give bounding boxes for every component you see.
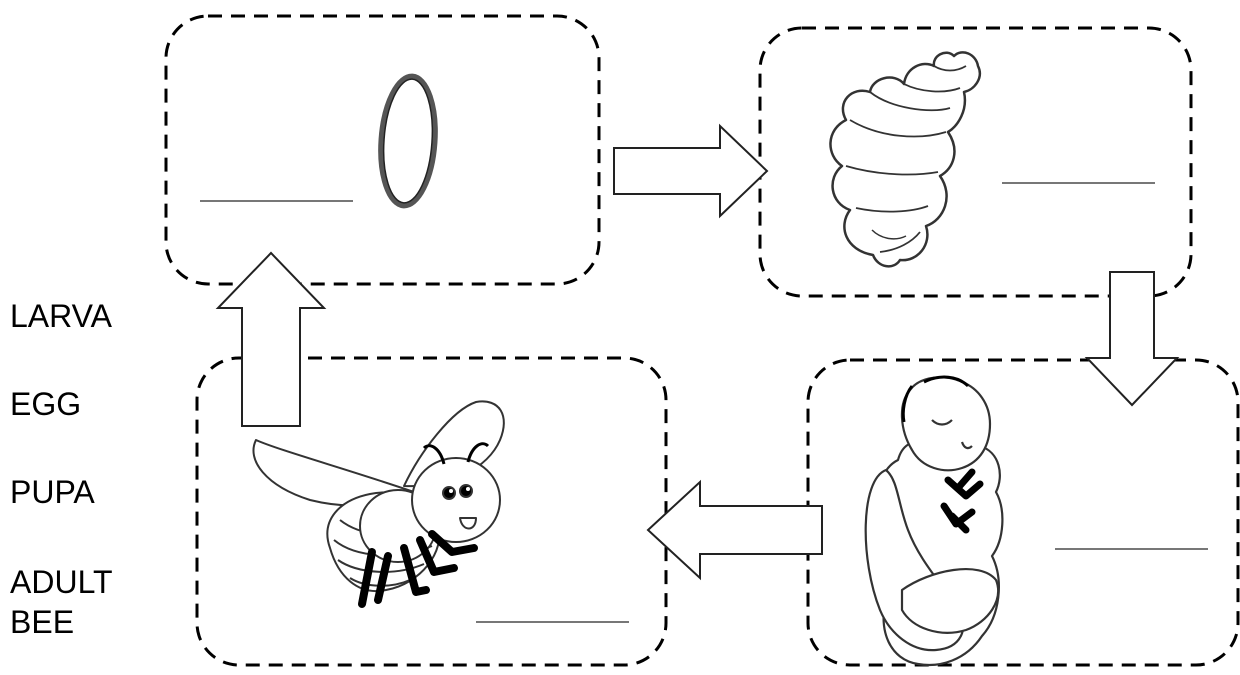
word-bank-adult-bee-line2: BEE (10, 602, 113, 642)
word-bank-adult-bee[interactable]: ADULT BEE (10, 562, 113, 642)
arrow-adult-to-egg (218, 253, 324, 426)
word-bank-adult-bee-line1: ADULT (10, 562, 113, 602)
arrow-pupa-to-adult (648, 482, 822, 578)
word-bank-pupa[interactable]: PUPA (10, 472, 95, 512)
adult-bee-image (253, 401, 503, 604)
pupa-image (866, 377, 1003, 665)
arrow-egg-to-larva (614, 126, 767, 216)
egg-image (377, 74, 440, 207)
larva-image (830, 52, 979, 266)
word-bank-larva[interactable]: LARVA (10, 296, 112, 336)
word-bank-egg[interactable]: EGG (10, 384, 81, 424)
